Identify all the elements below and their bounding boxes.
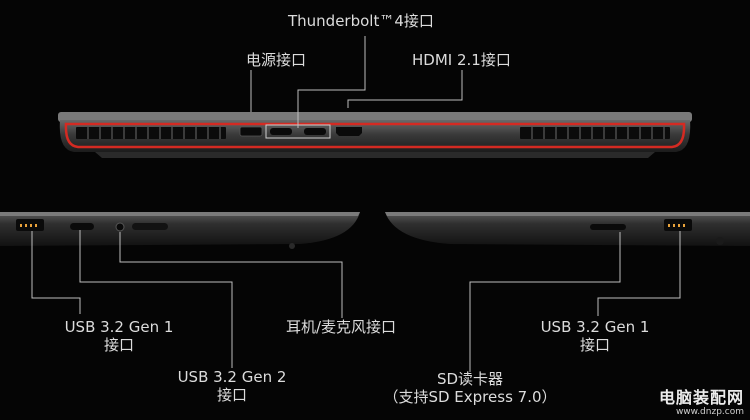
sd-card-slot [590,224,626,230]
lock-slot [716,237,724,245]
laptop-left-side-view [0,212,360,249]
watermark-name: 电脑装配网 [658,388,744,407]
left-side-slot [132,223,168,230]
usb-left-2-label: USB 3.2 Gen 2 接口 [167,368,297,404]
right-side-top-edge [385,212,750,216]
headphone-leader [119,232,343,318]
leader-lines [31,36,681,372]
watermark: 电脑装配网 www.dnzp.com [659,390,744,417]
hdmi-label: HDMI 2.1接口 [412,51,511,69]
laptop-lid-edge [58,112,692,122]
laptop-right-side-view [385,212,750,246]
sd-leader [469,232,621,372]
usb-right-line2: 接口 [579,336,610,354]
left-vent [76,127,226,139]
usb-left-1-leader [31,231,81,314]
hdmi-leader [347,70,463,108]
usb-left-1-label: USB 3.2 Gen 1 接口 [54,318,184,354]
vent-slats [87,127,665,139]
sd-line2: （支持SD Express 7.0） [383,388,557,406]
usb-right-line1: USB 3.2 Gen 1 [540,318,650,336]
hdmi-port [336,127,362,136]
headphone-label: 耳机/麦克风接口 [286,318,397,336]
power-port [239,126,263,137]
right-vent [520,127,670,139]
usb-left-2-leader [79,230,233,368]
usb-left-2-line2: 接口 [216,386,247,404]
left-foot [289,243,295,249]
usb-left-1-line1: USB 3.2 Gen 1 [64,318,174,336]
laptop-rear-view [58,112,692,158]
usb-right-leader [597,231,681,316]
rear-red-accent [64,122,686,149]
usb-left-2-line1: USB 3.2 Gen 2 [177,368,287,386]
left-side-body [0,212,360,246]
thunderbolt-port-1 [270,128,292,135]
usb-right-label: USB 3.2 Gen 1 接口 [530,318,660,354]
left-usb-c-port [70,223,94,230]
watermark-url: www.dnzp.com [675,407,744,417]
laptop-foot [95,152,655,158]
sd-reader-label: SD读卡器 （支持SD Express 7.0） [360,370,580,406]
right-usb-pins [668,224,685,227]
left-side-top-edge [0,212,360,216]
headphone-jack [115,222,125,232]
power-port-label: 电源接口 [246,51,307,69]
sd-line1: SD读卡器 [436,370,504,388]
thunderbolt-port-2 [304,128,326,135]
thunderbolt-leader [297,36,366,128]
usb-left-1-line2: 接口 [103,336,134,354]
thunderbolt-label: Thunderbolt™4接口 [288,12,434,30]
right-side-body [385,212,750,246]
left-usb-pins [20,224,37,227]
